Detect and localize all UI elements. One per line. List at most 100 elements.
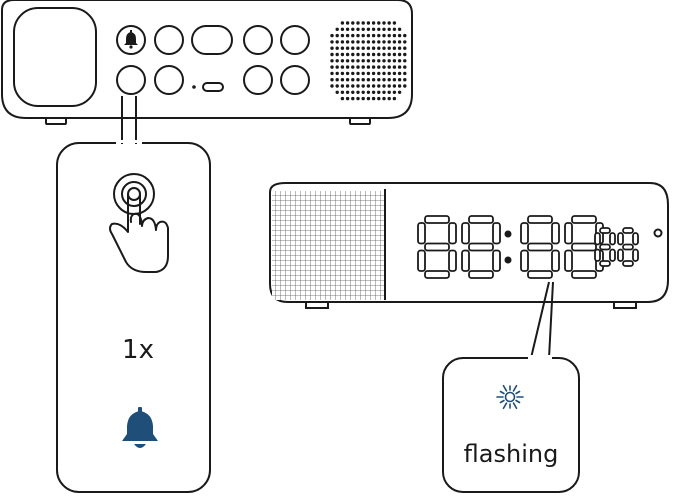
speaker-hole — [366, 84, 371, 88]
digit-segment — [527, 270, 553, 279]
speaker-hole — [366, 46, 371, 50]
speaker-hole — [356, 59, 360, 63]
speaker-hole — [382, 59, 386, 63]
speaker-hole — [377, 84, 381, 88]
button-bottom-5[interactable] — [280, 65, 310, 95]
button-bottom-1[interactable] — [116, 65, 146, 95]
button-top-pill[interactable] — [191, 25, 233, 55]
digit-segment — [617, 248, 624, 262]
speaker-hole — [397, 84, 402, 88]
speaker-hole — [366, 59, 371, 63]
speaker-hole — [345, 78, 350, 82]
speaker-hole — [382, 90, 386, 95]
speaker-hole — [330, 59, 334, 63]
digit-segment — [622, 243, 634, 251]
speaker-hole — [345, 27, 350, 31]
usb-port — [202, 82, 224, 92]
speaker-hole — [403, 59, 407, 63]
speaker-hole — [340, 78, 345, 82]
bell-icon-accent — [122, 407, 158, 448]
speaker-hole — [335, 84, 339, 88]
speaker-hole — [335, 65, 339, 69]
flash-ray — [512, 384, 518, 392]
digit-segment — [492, 249, 501, 272]
speaker-hole — [403, 33, 407, 38]
speaker-hole — [392, 46, 397, 50]
speaker-hole — [356, 27, 360, 31]
device-back-panel — [1, 0, 413, 125]
digit-segment — [520, 222, 529, 245]
speaker-hole — [361, 84, 365, 88]
callout-card-press — [56, 140, 211, 493]
speaker-hole — [366, 33, 371, 38]
speaker-grille — [330, 21, 407, 101]
speaker-hole — [397, 65, 402, 69]
speaker-hole — [382, 52, 386, 57]
clock-display — [417, 215, 639, 279]
speaker-hole — [371, 84, 376, 88]
speaker-hole — [387, 40, 391, 44]
digit-segment — [468, 242, 494, 252]
button-bottom-4[interactable] — [243, 65, 273, 95]
speaker-hole — [392, 33, 397, 38]
speaker-hole — [392, 52, 397, 57]
speaker-hole — [356, 78, 360, 82]
speaker-hole — [397, 40, 402, 44]
speaker-hole — [397, 33, 402, 38]
button-top-5[interactable] — [280, 25, 310, 55]
speaker-hole — [377, 59, 381, 63]
flash-ray — [502, 384, 508, 392]
speaker-hole — [403, 65, 407, 69]
speaker-hole — [330, 52, 334, 57]
speaker-hole — [351, 33, 355, 38]
button-top-2[interactable] — [154, 25, 184, 55]
digit-segment — [594, 248, 601, 262]
speaker-hole — [382, 71, 386, 76]
speaker-hole — [377, 52, 381, 57]
digit-segment — [622, 227, 634, 234]
speaker-hole — [340, 21, 345, 25]
speaker-hole — [387, 78, 391, 82]
speaker-hole — [351, 52, 355, 57]
speaker-hole — [403, 52, 407, 57]
speaker-hole — [340, 84, 345, 88]
bell-icon — [124, 30, 138, 49]
speaker-hole — [382, 27, 386, 31]
indicator-dot — [192, 85, 196, 89]
speaker-hole — [345, 65, 350, 69]
speaker-hole — [371, 33, 376, 38]
speaker-hole — [335, 27, 339, 31]
speaker-hole — [335, 33, 339, 38]
button-bottom-2[interactable] — [154, 65, 184, 95]
speaker-hole — [351, 90, 355, 95]
digit-segment — [564, 222, 573, 245]
speaker-hole — [356, 90, 360, 95]
speaker-hole — [387, 21, 391, 25]
speaker-hole — [392, 90, 397, 95]
speaker-hole — [361, 27, 365, 31]
speaker-hole — [351, 59, 355, 63]
speaker-hole — [392, 96, 397, 101]
speaker-hole — [392, 59, 397, 63]
speaker-hole — [345, 52, 350, 57]
speaker-hole — [330, 33, 334, 38]
speaker-hole — [382, 33, 386, 38]
speaker-hole — [366, 52, 371, 57]
speaker-hole — [345, 71, 350, 76]
speaker-hole — [345, 33, 350, 38]
speaker-hole — [351, 40, 355, 44]
flash-ray — [502, 402, 508, 410]
speaker-hole — [361, 33, 365, 38]
digit-segment — [527, 215, 553, 224]
alarm-button[interactable] — [116, 25, 146, 55]
digit-segment — [617, 232, 624, 246]
digit-segment — [551, 249, 560, 272]
flashing-icon — [496, 384, 524, 410]
speaker-hole — [377, 27, 381, 31]
speaker-hole — [340, 40, 345, 44]
digit-segment — [417, 249, 426, 272]
speaker-hole — [345, 59, 350, 63]
speaker-hole — [371, 78, 376, 82]
speaker-hole — [397, 78, 402, 82]
button-top-4[interactable] — [243, 25, 273, 55]
